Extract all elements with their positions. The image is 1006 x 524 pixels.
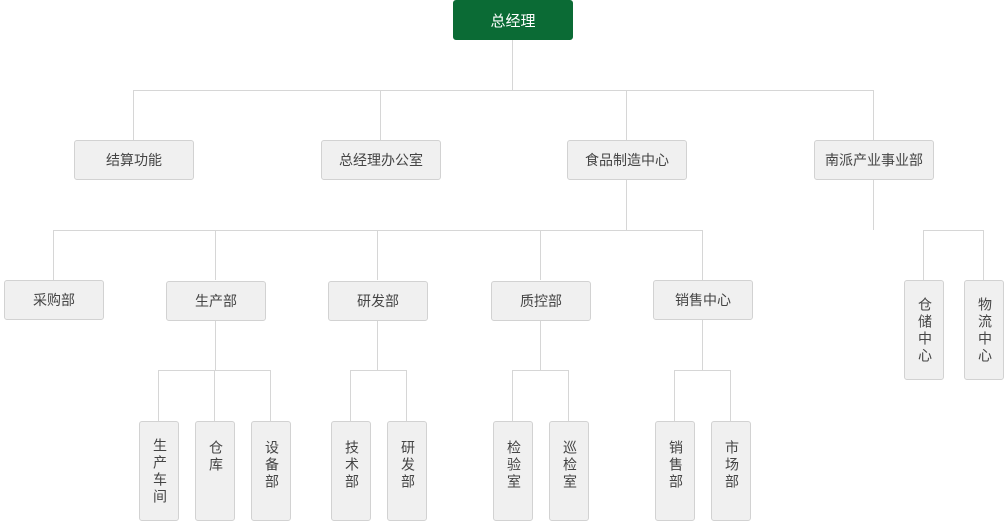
connector-line	[350, 370, 407, 371]
connector-line	[512, 370, 513, 421]
node-general-manager: 总经理	[453, 0, 573, 40]
connector-line	[873, 180, 874, 230]
connector-line	[53, 230, 54, 280]
connector-line	[674, 370, 731, 371]
node-patrol-inspection-room: 巡检室	[549, 421, 589, 521]
connector-line	[626, 180, 627, 230]
connector-line	[923, 230, 984, 231]
connector-line	[923, 230, 924, 280]
connector-line	[377, 320, 378, 370]
connector-line	[568, 370, 569, 421]
connector-line	[702, 230, 703, 280]
node-sales: 销售部	[655, 421, 695, 521]
connector-line	[626, 90, 627, 140]
connector-line	[406, 370, 407, 421]
connector-line	[540, 230, 541, 280]
connector-line	[270, 370, 271, 421]
connector-line	[983, 230, 984, 280]
node-gm-office: 总经理办公室	[321, 140, 441, 180]
connector-line	[215, 230, 216, 280]
connector-line	[702, 320, 703, 370]
connector-line	[53, 230, 703, 231]
connector-line	[350, 370, 351, 421]
node-food-manufacturing-center: 食品制造中心	[567, 140, 687, 180]
connector-line	[158, 370, 159, 421]
node-purchasing: 采购部	[4, 280, 104, 320]
node-production: 生产部	[166, 281, 266, 321]
node-rnd-dept: 研发部	[387, 421, 427, 521]
connector-line	[215, 320, 216, 370]
connector-line	[512, 40, 513, 90]
connector-line	[380, 90, 381, 140]
connector-line	[133, 90, 134, 140]
connector-line	[674, 370, 675, 421]
connector-line	[133, 90, 874, 91]
node-technical: 技术部	[331, 421, 371, 521]
node-storage-center: 仓储中心	[904, 280, 944, 380]
node-inspection-room: 检验室	[493, 421, 533, 521]
node-nanpai-division: 南派产业事业部	[814, 140, 934, 180]
node-equipment: 设备部	[251, 421, 291, 521]
node-quality-control: 质控部	[491, 281, 591, 321]
node-sales-center: 销售中心	[653, 280, 753, 320]
connector-line	[377, 230, 378, 280]
connector-line	[214, 370, 215, 421]
connector-line	[873, 90, 874, 140]
node-settlement: 结算功能	[74, 140, 194, 180]
node-production-workshop: 生产车间	[139, 421, 179, 521]
node-marketing: 市场部	[711, 421, 751, 521]
connector-line	[730, 370, 731, 421]
connector-line	[540, 320, 541, 370]
node-logistics-center: 物流中心	[964, 280, 1004, 380]
node-rnd: 研发部	[328, 281, 428, 321]
node-warehouse: 仓库	[195, 421, 235, 521]
connector-line	[512, 370, 569, 371]
